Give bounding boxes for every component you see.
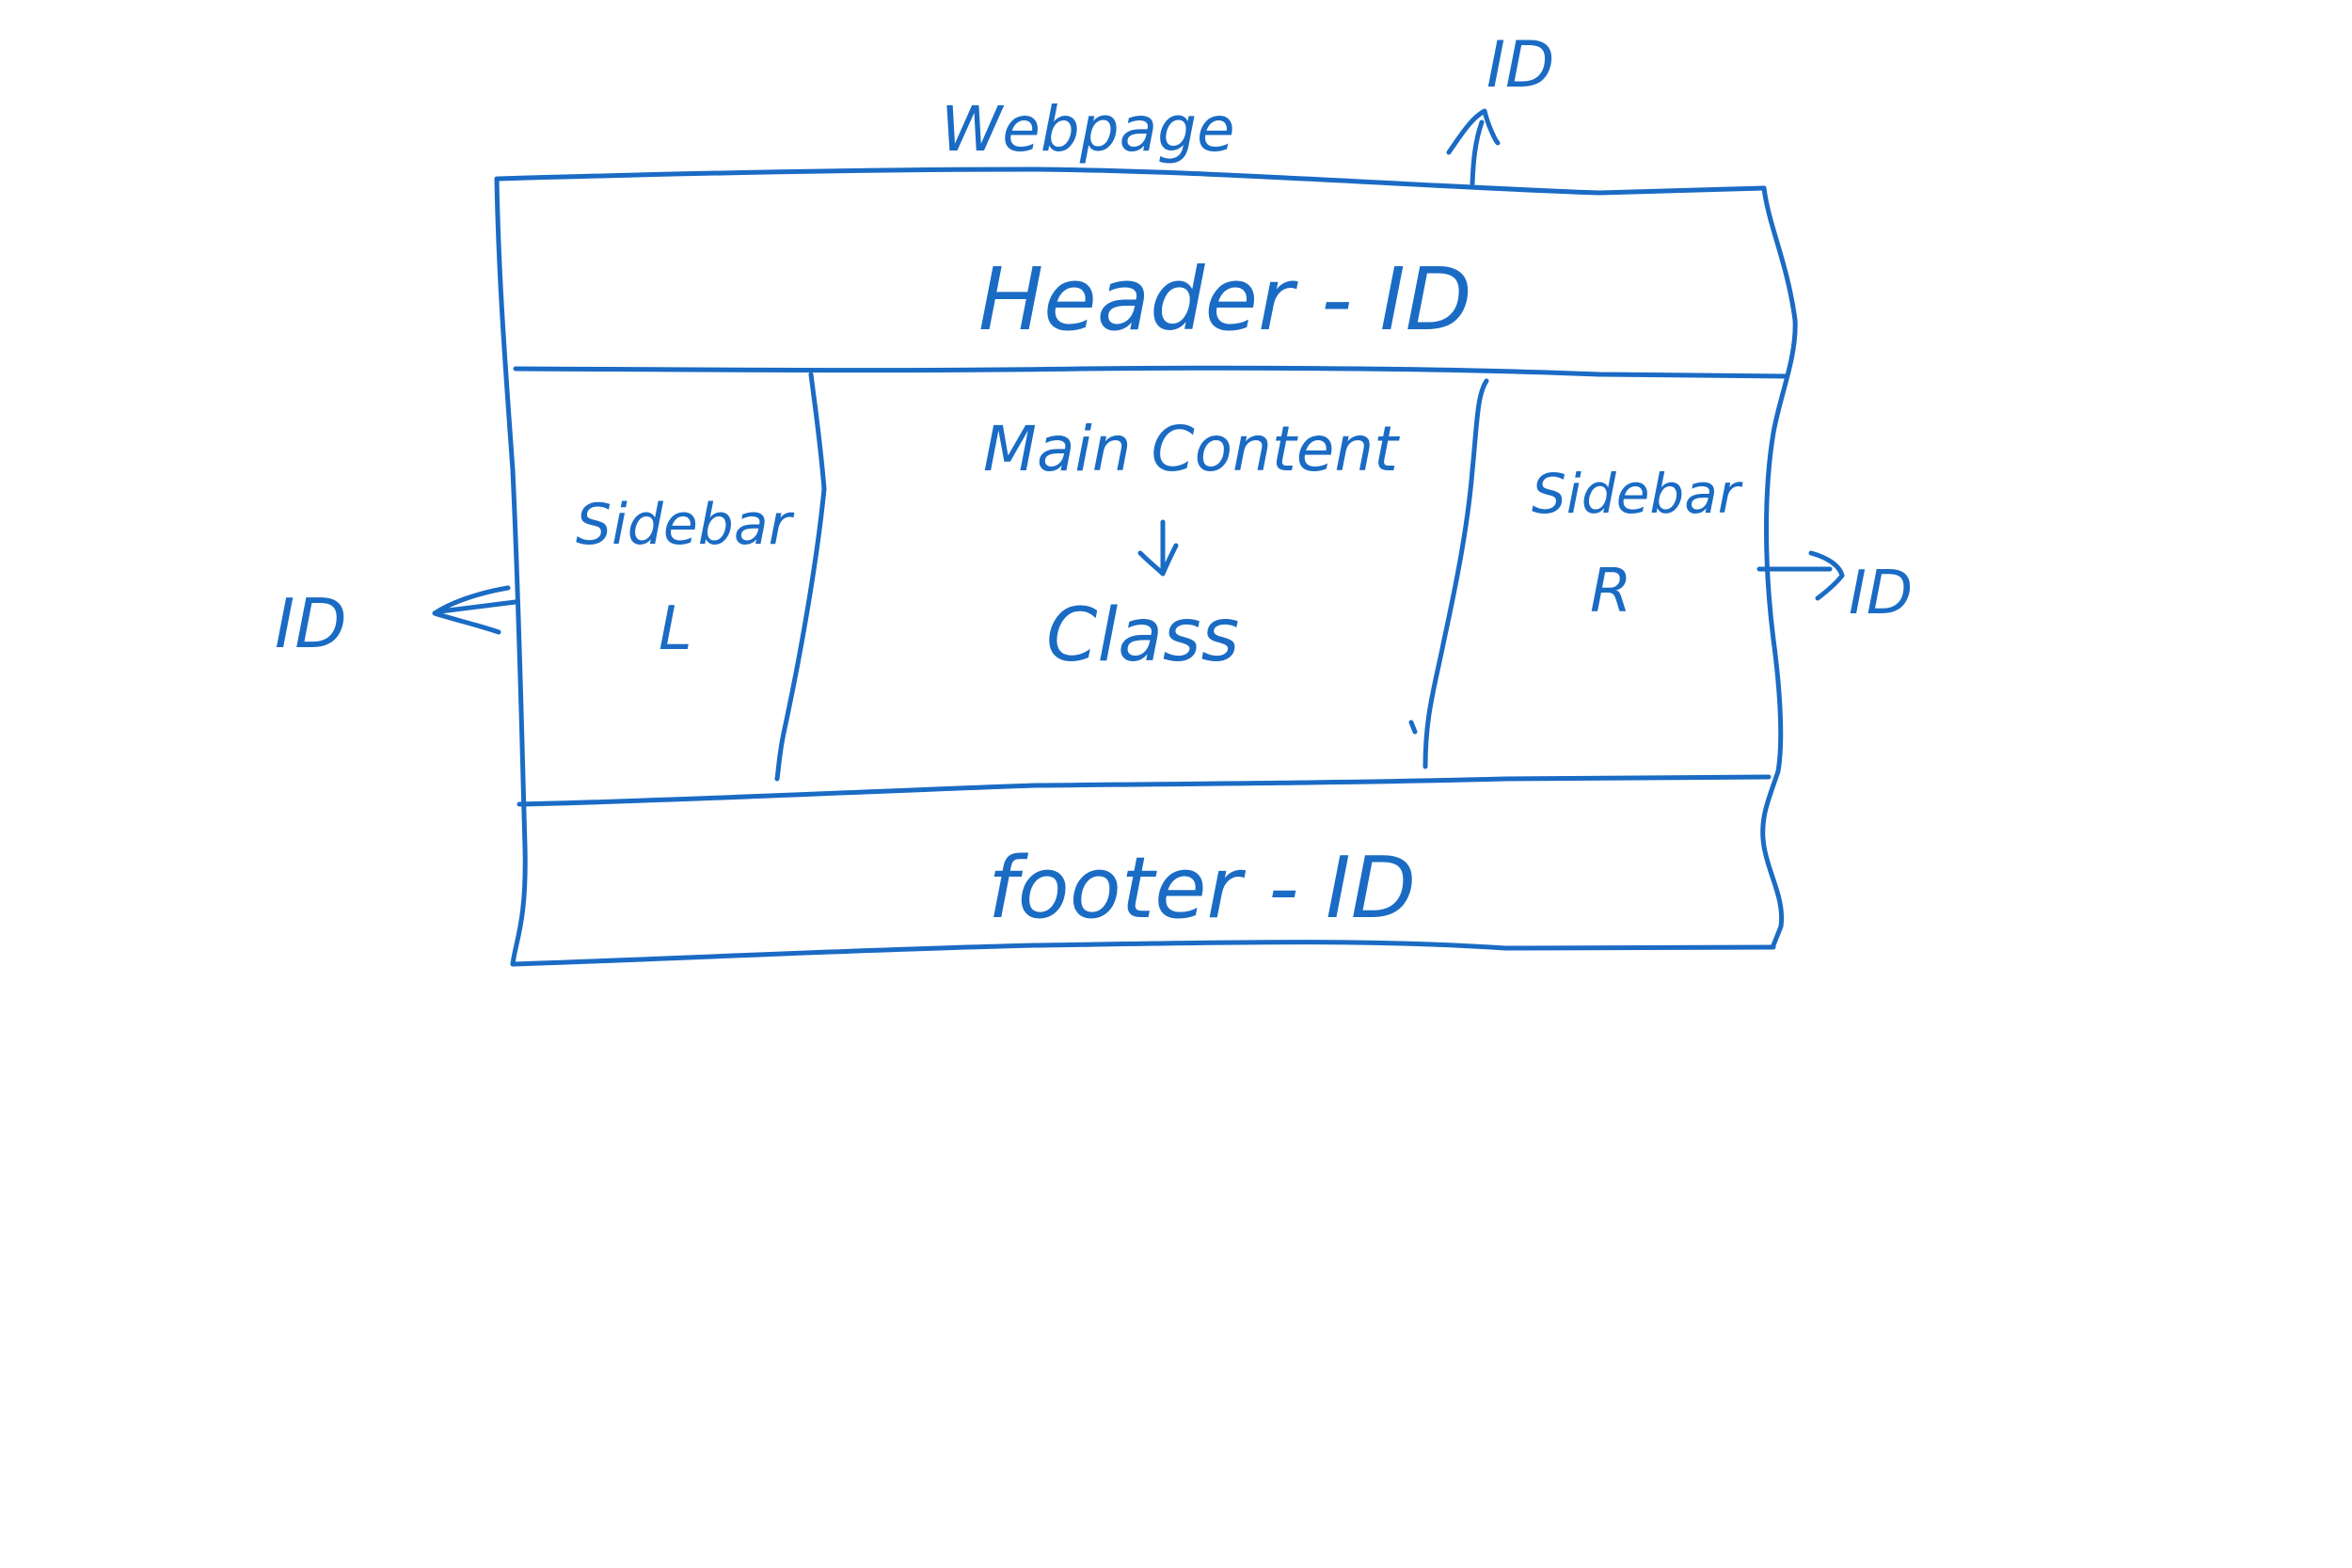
outer-right-edge [1760, 185, 1798, 948]
right-divider-tick [1408, 720, 1418, 735]
outer-left-edge [494, 176, 528, 967]
outer-bottom-edge [510, 940, 1776, 967]
left-sidebar-divider [774, 372, 827, 782]
diagram-outline [494, 166, 1798, 967]
left-id-arrow [437, 599, 518, 614]
header-id-arrowhead [1446, 108, 1501, 155]
header-id-annotation: ID [1486, 28, 1554, 103]
right-id-annotation: ID [1849, 559, 1913, 628]
footer-label: footer - ID [988, 839, 1416, 938]
left-id-annotation: ID [275, 584, 347, 663]
sidebar-right-letter: R [1590, 557, 1631, 626]
header-id-arrow [1470, 119, 1485, 186]
sidebar-right-label: Sidebar [1532, 462, 1743, 526]
main-content-class: Class [1046, 594, 1239, 678]
sidebar-left-letter: L [659, 594, 692, 664]
main-content-label: Main Content [983, 413, 1400, 485]
sidebar-left-label: Sidebar [576, 492, 795, 558]
right-sidebar-divider [1422, 378, 1489, 769]
annotation-arrows [432, 108, 1845, 635]
diagram-labels: Webpage Header - ID ID Sidebar L ID Main… [275, 28, 1913, 938]
header-divider [513, 365, 1788, 379]
header-label: Header - ID [978, 249, 1472, 350]
footer-divider [516, 774, 1772, 807]
left-id-arrowhead [432, 585, 511, 635]
webpage-title: Webpage [941, 93, 1235, 166]
main-class-arrowhead [1137, 543, 1179, 577]
right-id-arrowhead [1808, 550, 1845, 601]
outer-top-edge [496, 166, 1767, 196]
